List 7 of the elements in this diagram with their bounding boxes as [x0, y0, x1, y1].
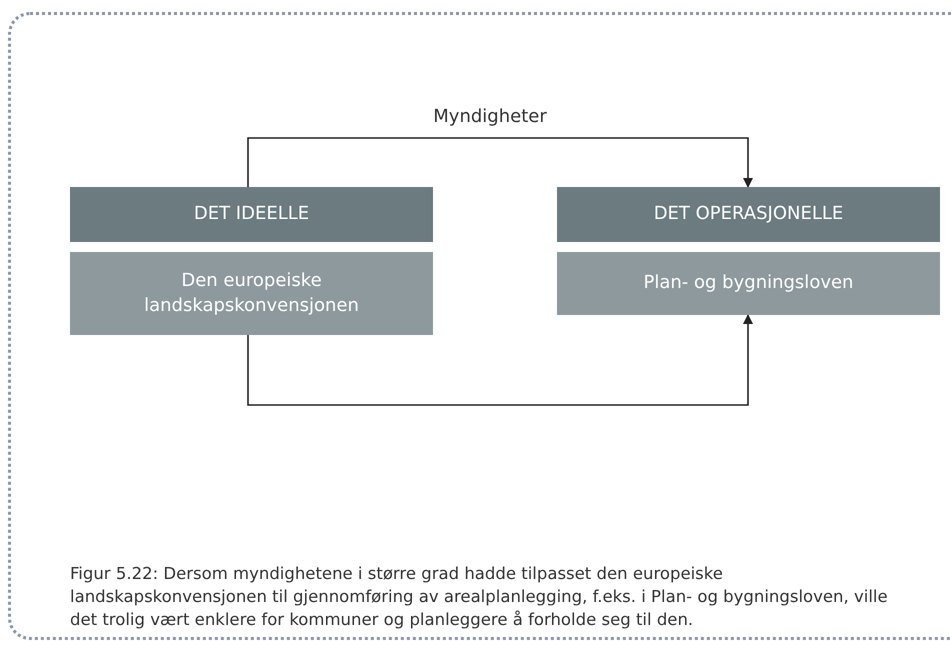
content-box: Den europeiske landskapskonvensjonen	[70, 252, 433, 335]
figure-caption: Figur 5.22: Dersom myndighetene i større grad hadde tilpasset den europeiske landskapskonvensjonen til gjennomføring av arealplanlegging, f.eks. i Plan- og bygningsloven, ville det trolig vært enklere for kommuner og planleggere å forholde seg til den.	[70, 563, 889, 632]
content-box: Plan- og bygningsloven	[557, 252, 940, 315]
heading-box: DET IDEELLE	[70, 187, 433, 242]
heading-box: DET OPERASJONELLE	[557, 187, 940, 242]
connector-arrow	[247, 314, 753, 406]
connector-arrow	[247, 137, 753, 188]
